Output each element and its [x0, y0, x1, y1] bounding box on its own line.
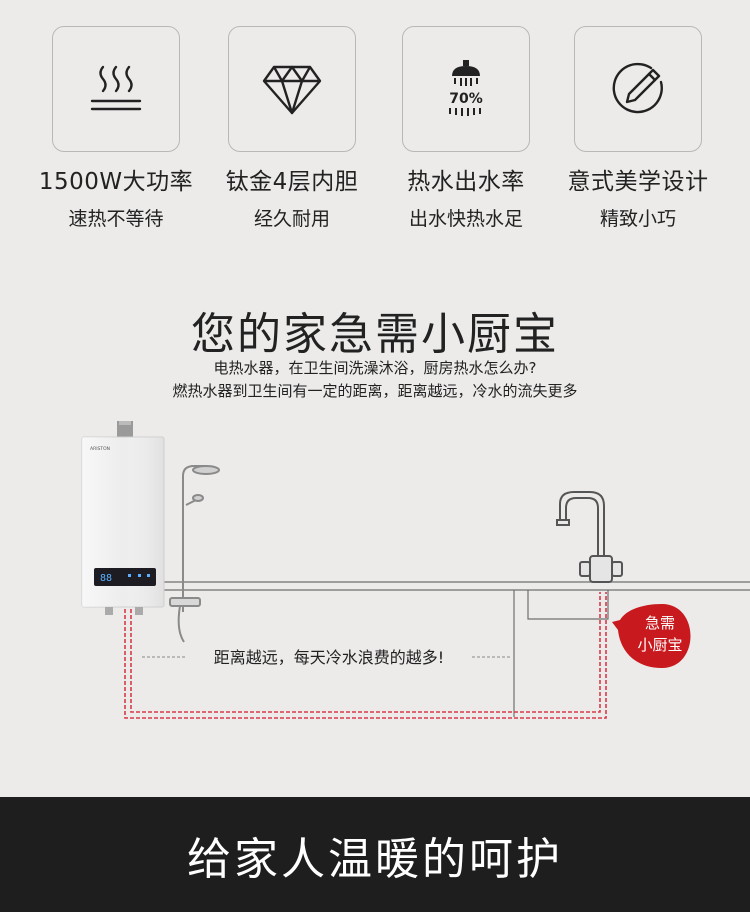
feature-subtitle: 出水快热水足: [408, 208, 523, 230]
description-line-1: 电热水器，在卫生间洗澡沐浴，厨房热水怎么办?: [213, 359, 537, 377]
heater-brand-text: ARISTON: [90, 446, 110, 452]
feature-hot-water: 70% 热水出水率 出水快热水足: [381, 26, 551, 231]
diamond-icon: [262, 65, 322, 115]
shower-set-icon: [169, 465, 220, 643]
feature-subtitle: 精致小巧: [599, 208, 676, 230]
footer-banner: 给家人温暖的呵护: [0, 797, 750, 912]
badge-line-1: 急需: [645, 614, 675, 632]
shower-icon: 70%: [449, 60, 483, 116]
sink-basin: [527, 590, 609, 620]
description-line-2: 燃热水器到卫生间有一定的距离，距离越远，冷水的流失更多: [172, 382, 578, 400]
feature-icon-box: 70%: [402, 26, 530, 152]
installation-scene: 88 ARISTON 距离越远，每天冷水浪费的越多! 急需 小厨宝: [81, 421, 750, 719]
features-row: 1500W大功率 速热不等待 钛金4层内胆 经久耐用: [0, 0, 750, 240]
feature-title: 意式美学设计: [567, 169, 709, 195]
feature-subtitle: 速热不等待: [68, 208, 164, 230]
pencil-icon: [612, 62, 663, 114]
feature-tank: 钛金4层内胆 经久耐用: [207, 26, 377, 231]
pipe-label-text: 距离越远，每天冷水浪费的越多!: [214, 648, 444, 667]
shower-percent-text: 70%: [449, 91, 483, 107]
svg-text:88: 88: [100, 573, 112, 584]
badge-line-2: 小厨宝: [637, 636, 682, 654]
feature-icon-box: [574, 26, 702, 152]
counter-lines: [160, 581, 750, 717]
headline: 您的家急需小厨宝: [191, 309, 559, 360]
feature-design: 意式美学设计 精致小巧: [553, 26, 723, 231]
feature-title: 1500W大功率: [38, 169, 194, 195]
feature-title: 钛金4层内胆: [225, 169, 359, 195]
water-heater: 88 ARISTON: [81, 421, 165, 615]
feature-icon-box: [228, 26, 356, 152]
hot-water-pipe: [124, 592, 607, 719]
feature-title: 热水出水率: [407, 169, 525, 195]
kitchen-faucet-icon: [556, 491, 623, 583]
urgent-badge: 急需 小厨宝: [612, 604, 691, 668]
heat-waves-icon: [90, 65, 142, 111]
footer-text: 给家人温暖的呵护: [187, 833, 563, 885]
feature-icon-box: [52, 26, 180, 152]
feature-subtitle: 经久耐用: [253, 208, 330, 230]
feature-power: 1500W大功率 速热不等待: [31, 26, 201, 231]
